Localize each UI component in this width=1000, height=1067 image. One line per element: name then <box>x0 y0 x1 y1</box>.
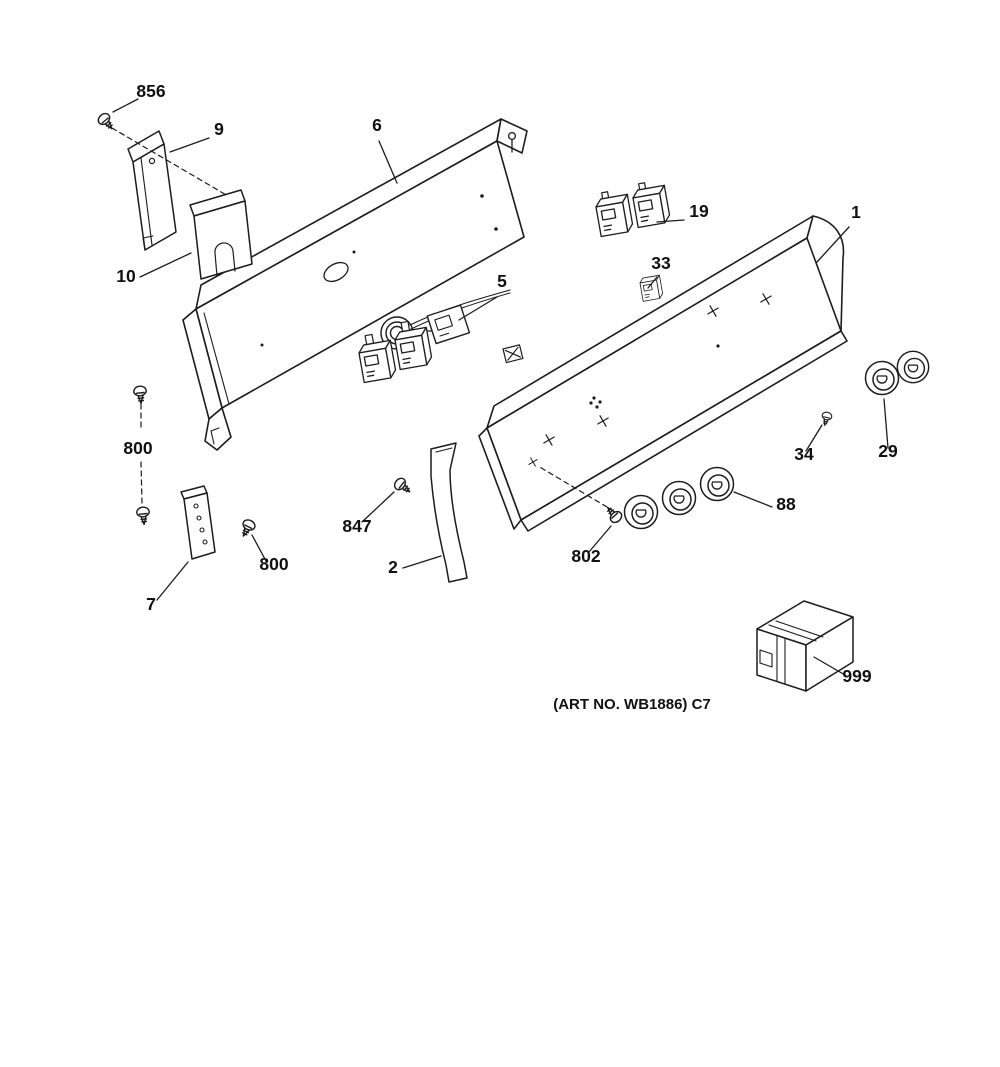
knobs-part-29 <box>864 350 930 396</box>
surface-switches <box>357 320 434 384</box>
art-number-caption: (ART NO. WB1886) C7 <box>553 696 711 713</box>
leader-lines <box>112 98 889 676</box>
part-label-6: 6 <box>372 115 382 135</box>
part-label-999: 999 <box>842 666 871 686</box>
part-label-88: 88 <box>776 494 796 514</box>
knobs-part-88 <box>623 466 735 530</box>
screw-800-upper <box>132 384 149 405</box>
part-label-29: 29 <box>878 441 898 461</box>
part-label-34: 34 <box>794 444 814 464</box>
part-label-802: 802 <box>571 546 600 566</box>
bracket-part-9 <box>127 130 177 251</box>
part-labels: 856 9 6 19 1 33 5 10 800 7 800 847 2 802… <box>116 81 898 686</box>
part-label-10: 10 <box>116 266 136 286</box>
support-bracket-part-2 <box>430 442 468 583</box>
screw-847 <box>391 475 415 498</box>
bracket-part-7 <box>180 485 216 560</box>
part-label-2: 2 <box>388 557 398 577</box>
screw-800-lower <box>237 517 258 540</box>
switch-part-33 <box>638 274 664 302</box>
part-label-800-right: 800 <box>259 554 288 574</box>
part-label-847: 847 <box>342 516 371 536</box>
part-label-19: 19 <box>689 201 709 221</box>
packaging-box-part-999 <box>756 600 854 692</box>
part-label-800-left: 800 <box>123 438 152 458</box>
part-label-7: 7 <box>146 594 156 614</box>
switches-part-19 <box>594 182 672 238</box>
control-panel-part-1 <box>478 215 848 532</box>
part-label-1: 1 <box>851 202 861 222</box>
screw-800-middle <box>135 505 152 526</box>
part-label-9: 9 <box>214 119 224 139</box>
rear-panel-part-6 <box>182 118 528 451</box>
bracket-part-10 <box>189 189 253 280</box>
terminal-block <box>502 344 524 364</box>
dashed-assembly-lines <box>111 127 608 508</box>
part-label-33: 33 <box>651 253 671 273</box>
part-label-856: 856 <box>136 81 165 101</box>
part-label-5: 5 <box>497 271 507 291</box>
screw-34 <box>819 410 834 428</box>
